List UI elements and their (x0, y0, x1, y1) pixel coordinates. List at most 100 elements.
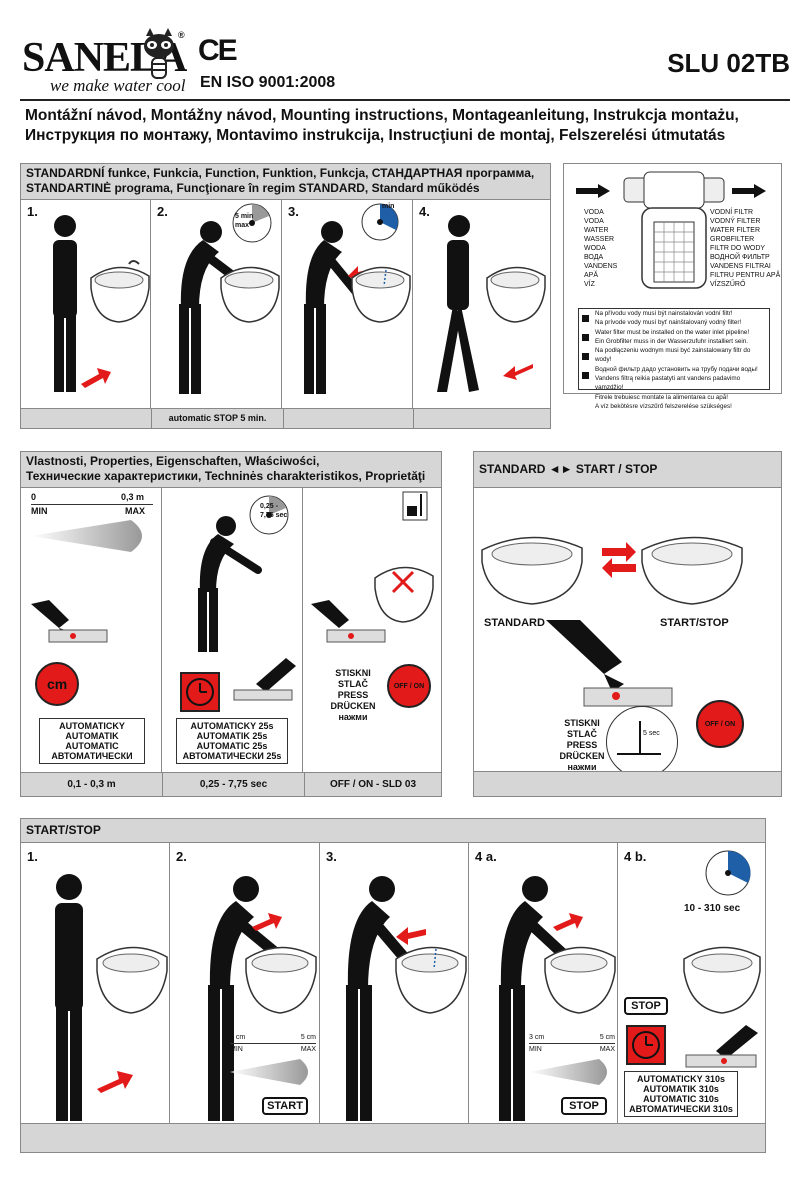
title-line-1: Montážní návod, Montážny návod, Mounting… (25, 107, 739, 124)
ce-mark: CE (198, 34, 238, 67)
red-arrow-icon (553, 913, 583, 931)
hand-on-sensor-icon (31, 600, 108, 643)
start-stop-label: START/STOP (660, 617, 729, 629)
caption-line: AUTOMATIK 25s (196, 731, 268, 741)
footer-bar (474, 771, 781, 796)
min-label: MIN (31, 506, 48, 516)
warning-line: Na prívode vody musí byť nainštalovaný v… (595, 319, 742, 327)
properties-col-range: 0 0,3 m MIN MAX cm AUTOMATICKY AUTOMATIK (21, 488, 162, 772)
stop-button[interactable]: STOP (624, 997, 668, 1015)
sensor-beam-icon (31, 520, 142, 552)
caption-line: AUTOMATIK (65, 731, 119, 741)
start-stop-step-2: 2. 3 cm 5 cm MIN MAX (170, 843, 320, 1124)
properties-col-off-on: STISKNI STLAČ PRESS DRÜCKEN нажми OFF / … (303, 488, 441, 772)
water-label: WODA (584, 245, 606, 252)
step-number: 4. (419, 204, 430, 219)
start-stop-header: START/STOP (21, 819, 765, 843)
standard-step-2: 2. 5 min max (151, 200, 282, 408)
warning-icon (582, 372, 589, 379)
off-on-label: OFF / ON (704, 720, 736, 728)
properties-header: Vlastnosti, Properties, Eigenschaften, W… (21, 452, 441, 488)
min-label: MIN (529, 1046, 542, 1053)
warning-line: Водной фильтр дадо установить на трубу п… (595, 365, 758, 373)
water-filter-icon (623, 171, 725, 289)
warning-line: Vandens filtrą reikia pastatyti ant vand… (595, 375, 741, 392)
footer-divider (413, 409, 414, 428)
raccoon-mascot-icon (144, 28, 174, 79)
standard-step-4: 4. (413, 200, 550, 408)
filter-label: FILTR DO WODY (710, 245, 766, 252)
hand-on-sensor-icon (546, 620, 673, 707)
flow-arrow-left-icon (576, 184, 610, 198)
iso-certification: EN ISO 9001:2008 (200, 74, 336, 91)
seconds-range: 10 - 310 sec (684, 903, 741, 914)
press-word: нажми (567, 762, 597, 772)
water-label: VODA (584, 209, 604, 216)
timing-circle: 5 sec (606, 706, 678, 778)
filter-label: VODNÝ FILTER (710, 218, 761, 225)
range-scale: 3 cm 5 cm MIN MAX (529, 1033, 615, 1054)
footer-range: 0,1 - 0,3 m (21, 773, 163, 796)
timer-red-icon (180, 672, 220, 712)
sink-icon (395, 946, 467, 1014)
start-button[interactable]: START (262, 1097, 308, 1115)
max-label: MAX (300, 1046, 316, 1053)
sink-icon (90, 260, 150, 323)
sensor-beam-icon (529, 1059, 607, 1085)
caption-line: AUTOMATIC 310s (643, 1094, 719, 1104)
header-divider (20, 99, 790, 101)
press-word: нажми (338, 712, 368, 722)
range-left: 3 cm (230, 1034, 246, 1041)
caption-line: AUTOMATICKY 310s (636, 1074, 726, 1084)
press-word: STISKNI (564, 718, 600, 728)
range-line (230, 1043, 316, 1044)
standard-start-stop-header: STANDARD ◄► START / STOP (474, 452, 781, 488)
timer-running-icon (361, 203, 399, 241)
red-arrow-icon (252, 913, 282, 931)
off-on-button[interactable]: OFF / ON (387, 664, 431, 708)
start-stop-step-1: 1. (21, 843, 170, 1124)
warning-icon (582, 353, 589, 360)
timer-label: min (382, 203, 395, 210)
sink-cancelled-icon (374, 566, 434, 623)
stop-button-label: STOP (631, 1000, 661, 1012)
max-label: MAX (125, 506, 145, 516)
sensor-beam-icon (230, 1059, 308, 1085)
caption-line: AUTOMATICKY (59, 721, 125, 731)
sink-icon (683, 946, 761, 1014)
filter-label: GROBFILTER (710, 236, 755, 243)
filter-label: ВОДНОЙ ФИЛЬТР (710, 254, 770, 261)
timer-red-icon (626, 1025, 666, 1065)
person-bending-icon (346, 876, 420, 1121)
standard-function-header: STANDARDNÍ funkce, Funkcia, Function, Fu… (21, 164, 550, 200)
range-end: 0,3 m (121, 492, 145, 502)
range-line (31, 504, 153, 505)
timer-range-label: 0,25 - 7,75 sec (260, 503, 288, 519)
press-word: PRESS (566, 740, 598, 750)
caption-line: AUTOMATIK 310s (643, 1084, 719, 1094)
flow-arrow-right-icon (732, 184, 766, 198)
cleaning-bucket-icon (402, 491, 428, 521)
press-word: STLAČ (567, 729, 597, 739)
auto-caption: AUTOMATICKY 25s AUTOMATIK 25s AUTOMATIC … (176, 718, 288, 764)
start-stop-step-4b: 4 b. 10 - 310 sec STOP (618, 843, 765, 1124)
page-title: Montážní návod, Montážny návod, Mounting… (25, 106, 795, 146)
filter-label: WATER FILTER (710, 227, 761, 234)
max-label: MAX (599, 1046, 615, 1053)
stop-button[interactable]: STOP (561, 1097, 607, 1115)
water-filter-panel: VODA VODA WATER WASSER WODA ВОДА VANDENS… (563, 163, 782, 410)
off-on-button[interactable]: OFF / ON (696, 700, 744, 748)
sink-icon (544, 946, 616, 1014)
water-label: WATER (584, 227, 609, 234)
switch-arrows-icon (602, 542, 636, 578)
range-right: 5 cm (300, 1034, 316, 1041)
red-arrow-icon (81, 368, 111, 388)
water-labels: VODA VODA WATER WASSER WODA ВОДА VANDENS… (584, 208, 617, 289)
caption-line: АВТОМАТИЧЕСКИ (51, 751, 133, 761)
header-line-1: Vlastnosti, Properties, Eigenschaften, W… (26, 454, 320, 468)
water-label: VÍZ (584, 281, 595, 288)
timer-icon (249, 495, 289, 535)
timer-running-icon (705, 850, 751, 896)
filter-labels: VODNÍ FILTR VODNÝ FILTER WATER FILTER GR… (710, 208, 780, 289)
off-on-label: OFF / ON (393, 682, 425, 690)
